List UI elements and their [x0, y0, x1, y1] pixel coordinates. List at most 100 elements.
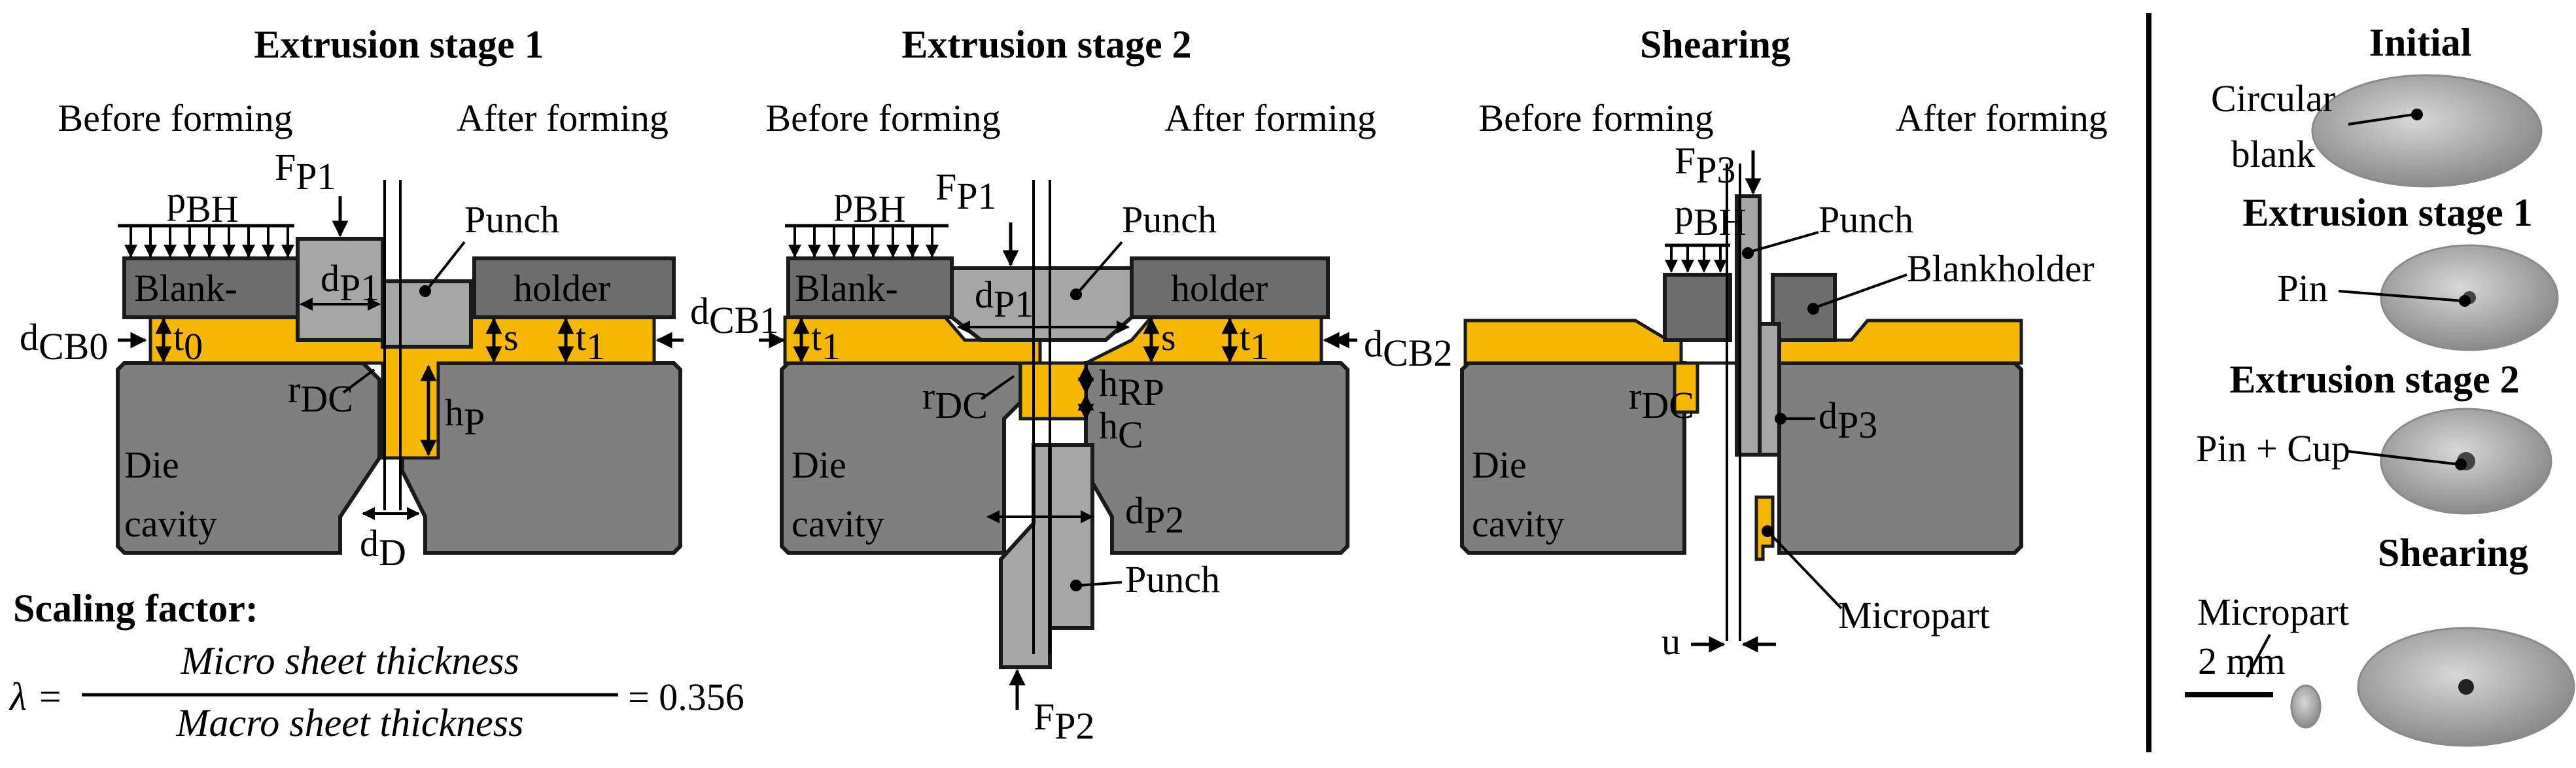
stage2-die-label: Die [792, 444, 846, 486]
stage3-blankholder-leader [1815, 273, 1907, 309]
stage1-die-label: Die [124, 444, 179, 486]
stage2-lower-punch-right [1048, 443, 1094, 630]
stage3-pbh-label: pBH [1675, 192, 1747, 243]
stage1-before-label: Before forming [58, 97, 292, 139]
stage3-pbh-arrows [1665, 245, 1727, 273]
stage1-punch-label: Punch [464, 198, 559, 241]
scaling-numerator: Micro sheet thickness [180, 639, 519, 682]
stage3-micropart-leader [1768, 532, 1843, 610]
stage1-pbh-label: pBH [167, 179, 239, 230]
stage3-micropart-dot [1762, 525, 1773, 537]
stage1-blank-label: Blank- [134, 267, 237, 309]
stage3-die-label: Die [1472, 444, 1527, 486]
stage2-t1-right-label: t1 [1240, 316, 1269, 368]
stage2-hrp-label: hRP [1099, 362, 1164, 413]
stage1-pbh-arrows [124, 226, 294, 258]
stage2-die-right [1084, 361, 1349, 555]
stage3-u-label: u [1662, 620, 1680, 663]
photo-pin-label: Pin [2277, 267, 2327, 309]
stage3-cavity-label: cavity [1472, 502, 1565, 545]
stage2-dp2-label: dP2 [1125, 489, 1184, 541]
stage2-s-label: s [1161, 316, 1176, 358]
stage2-hc-label: hC [1099, 404, 1143, 456]
stage3-blankholder-left [1663, 273, 1732, 342]
stage1-holder-label: holder [513, 267, 610, 309]
photo-micropart-chip [2290, 684, 2322, 729]
stage2-lower-punch-left [999, 443, 1052, 669]
stage2-punch-dot [1070, 288, 1082, 300]
stage3-after-label: After forming [1896, 97, 2108, 139]
stage2-cavity-label: cavity [792, 502, 884, 545]
stage1-dd-label: dD [360, 522, 406, 574]
stage2-holder-label: holder [1171, 267, 1268, 309]
stage1-title: Extrusion stage 1 [254, 23, 544, 66]
stage3-fp3-label: FP3 [1675, 139, 1736, 191]
stage2-blank-label: Blank- [795, 267, 898, 309]
stage2-fp2-label: FP2 [1034, 695, 1095, 747]
stage3-blankholder-right [1771, 273, 1837, 342]
stage2-diagram: pBH FP1 Punch dP1 Blank- holder dCB1 t1 … [690, 166, 1349, 747]
photo-ext2-title: Extrusion stage 2 [2229, 358, 2519, 401]
stage1-punch-leader [427, 241, 466, 289]
stage1-fp1-label: FP1 [275, 146, 336, 198]
stage2-t1-left-label: t1 [811, 316, 841, 368]
stage1-dp1-label: dP1 [321, 257, 379, 309]
stage2-punch-label: Punch [1122, 198, 1217, 241]
photo-pincup-label: Pin + Cup [2196, 427, 2350, 470]
photo-initial-dot [2411, 109, 2423, 120]
photo-pin-dot [2459, 295, 2471, 307]
scaling-equals: = 0.356 [628, 676, 744, 718]
stage3-micropart-label: Micropart [1838, 594, 1990, 637]
stage1-blankholder-right [472, 256, 676, 319]
photos-panel: Initial Circular blank Extrusion stage 1… [2185, 21, 2575, 747]
photo-shear-title: Shearing [2378, 531, 2528, 574]
stage3-punch-label: Punch [1819, 198, 1913, 241]
scaling-denominator: Macro sheet thickness [176, 701, 524, 744]
stage3-dcb2-label: dCB2 [1364, 323, 1452, 374]
stage1-cavity-label: cavity [124, 502, 217, 545]
photo-scale-label: 2 mm [2198, 640, 2286, 682]
stage2-rdc-label: rDC [922, 375, 988, 427]
stage2-dcb1-label: dCB1 [690, 290, 778, 341]
stage2-pbh-label: pBH [834, 179, 906, 230]
stage2-dp1-label: dP1 [975, 273, 1034, 325]
stage1-after-label: After forming [457, 97, 669, 139]
photo-blank-label: blank [2231, 133, 2316, 175]
photo-micropart-leader [2246, 634, 2271, 678]
photo-micropart-label: Micropart [2197, 591, 2349, 633]
photo-pincup-leader [2348, 450, 2460, 466]
photo-initial-blank [2311, 74, 2543, 188]
photo-ext1-title: Extrusion stage 1 [2242, 191, 2532, 234]
stage1-punch-dot [419, 285, 431, 297]
stage2-title: Extrusion stage 2 [901, 23, 1191, 66]
stage2-rdc-leader [980, 375, 1015, 400]
stage1-dcb0-label: dCB0 [20, 316, 108, 368]
stage1-die-right [400, 361, 682, 555]
scaling-factor: Scaling factor: λ = Micro sheet thicknes… [9, 587, 744, 744]
stage1-diagram: pBH FP1 dP1 Blank- holder Punch dCB0 t0 … [20, 146, 684, 574]
stage3-lower-tool [1758, 322, 1781, 457]
stage1-t1-label: t1 [576, 316, 605, 368]
stage3-title: Shearing [1640, 23, 1790, 66]
stage3-die-right [1777, 361, 2023, 555]
stage3-before-label: Before forming [1478, 97, 1713, 139]
stage3-blankholder-dot [1807, 303, 1819, 315]
stage3-dp3-dot [1775, 413, 1786, 425]
stage2-blankholder-left [786, 256, 954, 319]
stage1-s-label: s [504, 316, 519, 358]
stage2-pbh-arrows [788, 226, 939, 258]
stage1-punch-before [296, 237, 385, 342]
stage3-rdc-label: rDC [1629, 375, 1694, 427]
stage2-before-label: Before forming [765, 97, 1000, 139]
photo-shear-hole [2458, 679, 2474, 695]
photo-pincup-dot [2455, 459, 2467, 470]
stage1-t0-label: t0 [173, 316, 203, 368]
photo-initial-title: Initial [2369, 21, 2472, 64]
stage2-after-label: After forming [1164, 97, 1376, 139]
stage2-lower-punch-leader [1079, 581, 1123, 587]
photo-initial-leader [2348, 113, 2414, 126]
stage3-diagram: pBH FP3 Punch Blankholder dCB2 rDC dP3 D… [1332, 139, 2095, 663]
photo-pin-leader [2338, 290, 2463, 302]
stage2-fp1-label: FP1 [935, 166, 997, 217]
